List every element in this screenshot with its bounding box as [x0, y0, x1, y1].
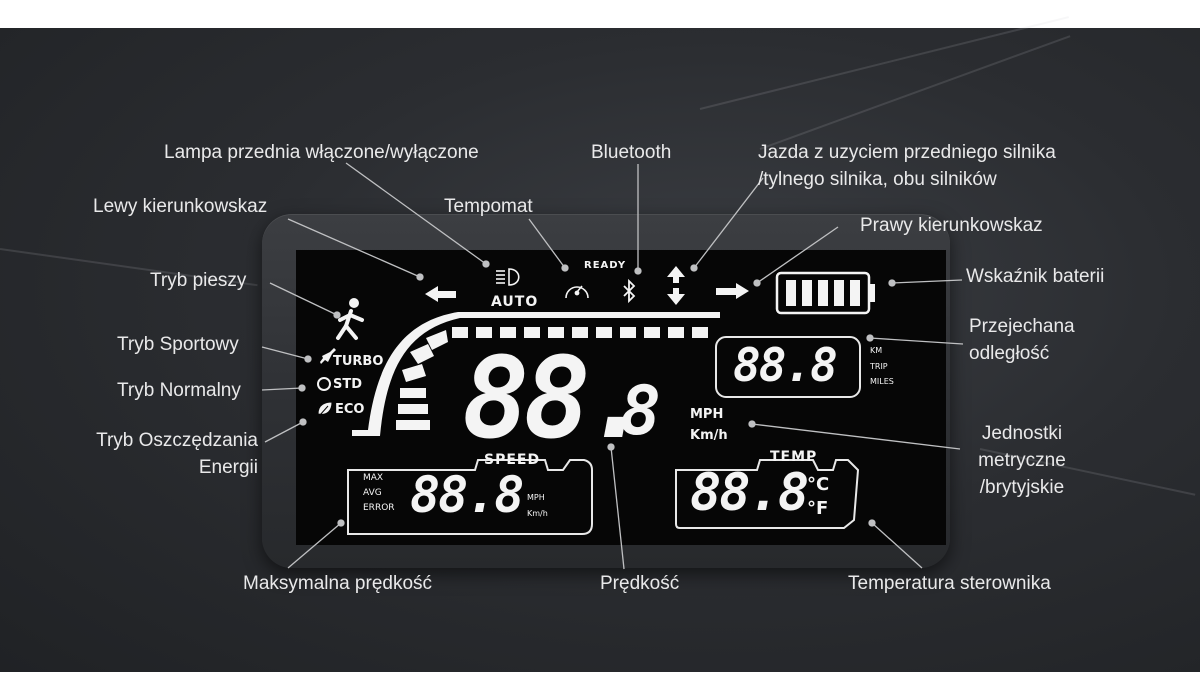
std-label: STD: [333, 377, 363, 392]
mph-label: MPH: [690, 407, 724, 422]
odometer-readout: 88.8: [733, 338, 838, 392]
leader-right-turn: [756, 226, 839, 284]
stats-readout: 88.8: [410, 466, 524, 524]
stat-label-avg: AVG: [363, 488, 382, 498]
callout-distance: Przejechana odległość: [969, 316, 1075, 364]
leader-walk: [269, 282, 338, 316]
callout-units: Jednostki metryczne /brytyjskie: [978, 423, 1066, 498]
speed-decimal-readout: 8: [620, 372, 661, 451]
odo-unit-km: KM: [870, 346, 883, 355]
leader-normal: [261, 387, 303, 391]
cruise-control-icon: [565, 285, 589, 299]
stat-label-max: MAX: [363, 473, 384, 483]
celsius-label: °C: [807, 474, 830, 495]
ready-label: READY: [584, 260, 627, 271]
right-arrow-icon: [716, 283, 749, 299]
leader-left-turn: [287, 218, 421, 278]
left-arrow-icon: [425, 286, 456, 302]
leader-sport: [261, 346, 309, 360]
callout-right-turn: Prawy kierunkowskaz: [860, 215, 1043, 236]
speed-stats-box: [347, 459, 593, 535]
speed-arc-segment: [692, 327, 708, 338]
callout-sport-mode: Tryb Sportowy: [117, 334, 239, 355]
bluetooth-icon: [623, 278, 636, 304]
callout-controller-temp: Temperatura sterownika: [848, 573, 1051, 594]
leader-cruise: [528, 218, 566, 269]
turbo-label: TURBO: [333, 354, 384, 369]
speed-arc-segment: [500, 327, 516, 338]
speed-arc-segment: [620, 327, 636, 338]
callout-left-turn: Lewy kierunkowskaz: [93, 196, 268, 217]
temp-readout: 88.8: [690, 463, 809, 523]
leader-motor-drive: [693, 177, 764, 269]
temp-box-title: TEMP: [770, 449, 818, 465]
battery-bar: [818, 280, 828, 306]
walking-person-icon: [336, 298, 364, 340]
speed-arc-segment: [398, 404, 428, 414]
battery-bar: [834, 280, 844, 306]
callout-eco-mode: Tryb Oszczędzania Energii: [96, 430, 258, 478]
stats-kmh-label: Km/h: [527, 509, 548, 518]
leader-eco: [264, 421, 304, 443]
speed-arc-segment: [426, 330, 448, 350]
leader-battery: [891, 279, 963, 284]
auto-label: AUTO: [491, 294, 539, 310]
battery-icon: [775, 271, 875, 315]
speed-arc-segment: [476, 327, 492, 338]
speed-arc-segment: [572, 327, 588, 338]
speed-box-title: SPEED: [484, 452, 541, 468]
callout-normal-mode: Tryb Normalny: [117, 380, 241, 401]
speed-arc-segment: [452, 327, 468, 338]
up-down-arrows-icon: [667, 266, 685, 305]
battery-bars: [786, 280, 860, 306]
speed-arc-segment: [400, 388, 426, 398]
odo-unit-trip: TRIP: [870, 362, 888, 371]
kmh-label: Km/h: [690, 428, 728, 443]
speed-arc-segment: [410, 344, 434, 364]
leader-max-speed: [287, 522, 342, 569]
leader-speed: [610, 446, 625, 570]
std-icon: [317, 377, 331, 391]
stat-label-error: ERROR: [363, 503, 395, 513]
callout-walk-mode: Tryb pieszy: [150, 270, 247, 291]
leader-controller-temp: [871, 522, 923, 569]
temp-box: [675, 459, 860, 529]
callout-speed: Prędkość: [600, 573, 680, 594]
speed-arc-segment: [668, 327, 684, 338]
leader-lines: [261, 162, 964, 570]
fahrenheit-label: °F: [807, 498, 829, 519]
stats-mph-label: MPH: [527, 493, 545, 502]
callout-headlight: Lampa przednia włączone/wyłączone: [164, 142, 479, 163]
odometer-box: [715, 336, 861, 398]
eco-leaf-icon: [317, 401, 333, 416]
speed-arc-segment: [644, 327, 660, 338]
battery-bar: [850, 280, 860, 306]
battery-bar: [802, 280, 812, 306]
callout-cruise: Tempomat: [444, 196, 533, 217]
leader-units: [751, 423, 961, 450]
callout-motor-drive: Jazda z uzyciem przedniego silnika /tyln…: [758, 142, 1056, 190]
eco-label: ECO: [335, 402, 365, 417]
leader-distance: [869, 337, 964, 345]
speed-readout: 88.: [462, 334, 652, 464]
speed-arc-segment: [548, 327, 564, 338]
headlight-icon: [496, 268, 520, 286]
callout-bluetooth: Bluetooth: [591, 142, 672, 163]
speed-arc-segment: [596, 327, 612, 338]
speed-arc-segment: [524, 327, 540, 338]
leader-headlight: [345, 162, 487, 265]
speed-arc-segment: [396, 420, 430, 430]
battery-bar: [786, 280, 796, 306]
turbo-icon: [320, 348, 336, 364]
speed-arc-segment: [402, 364, 426, 382]
callout-max-speed: Maksymalna prędkość: [243, 573, 433, 594]
odo-unit-miles: MILES: [870, 377, 894, 386]
callout-battery: Wskaźnik baterii: [966, 266, 1105, 287]
speed-arc: [352, 312, 720, 436]
